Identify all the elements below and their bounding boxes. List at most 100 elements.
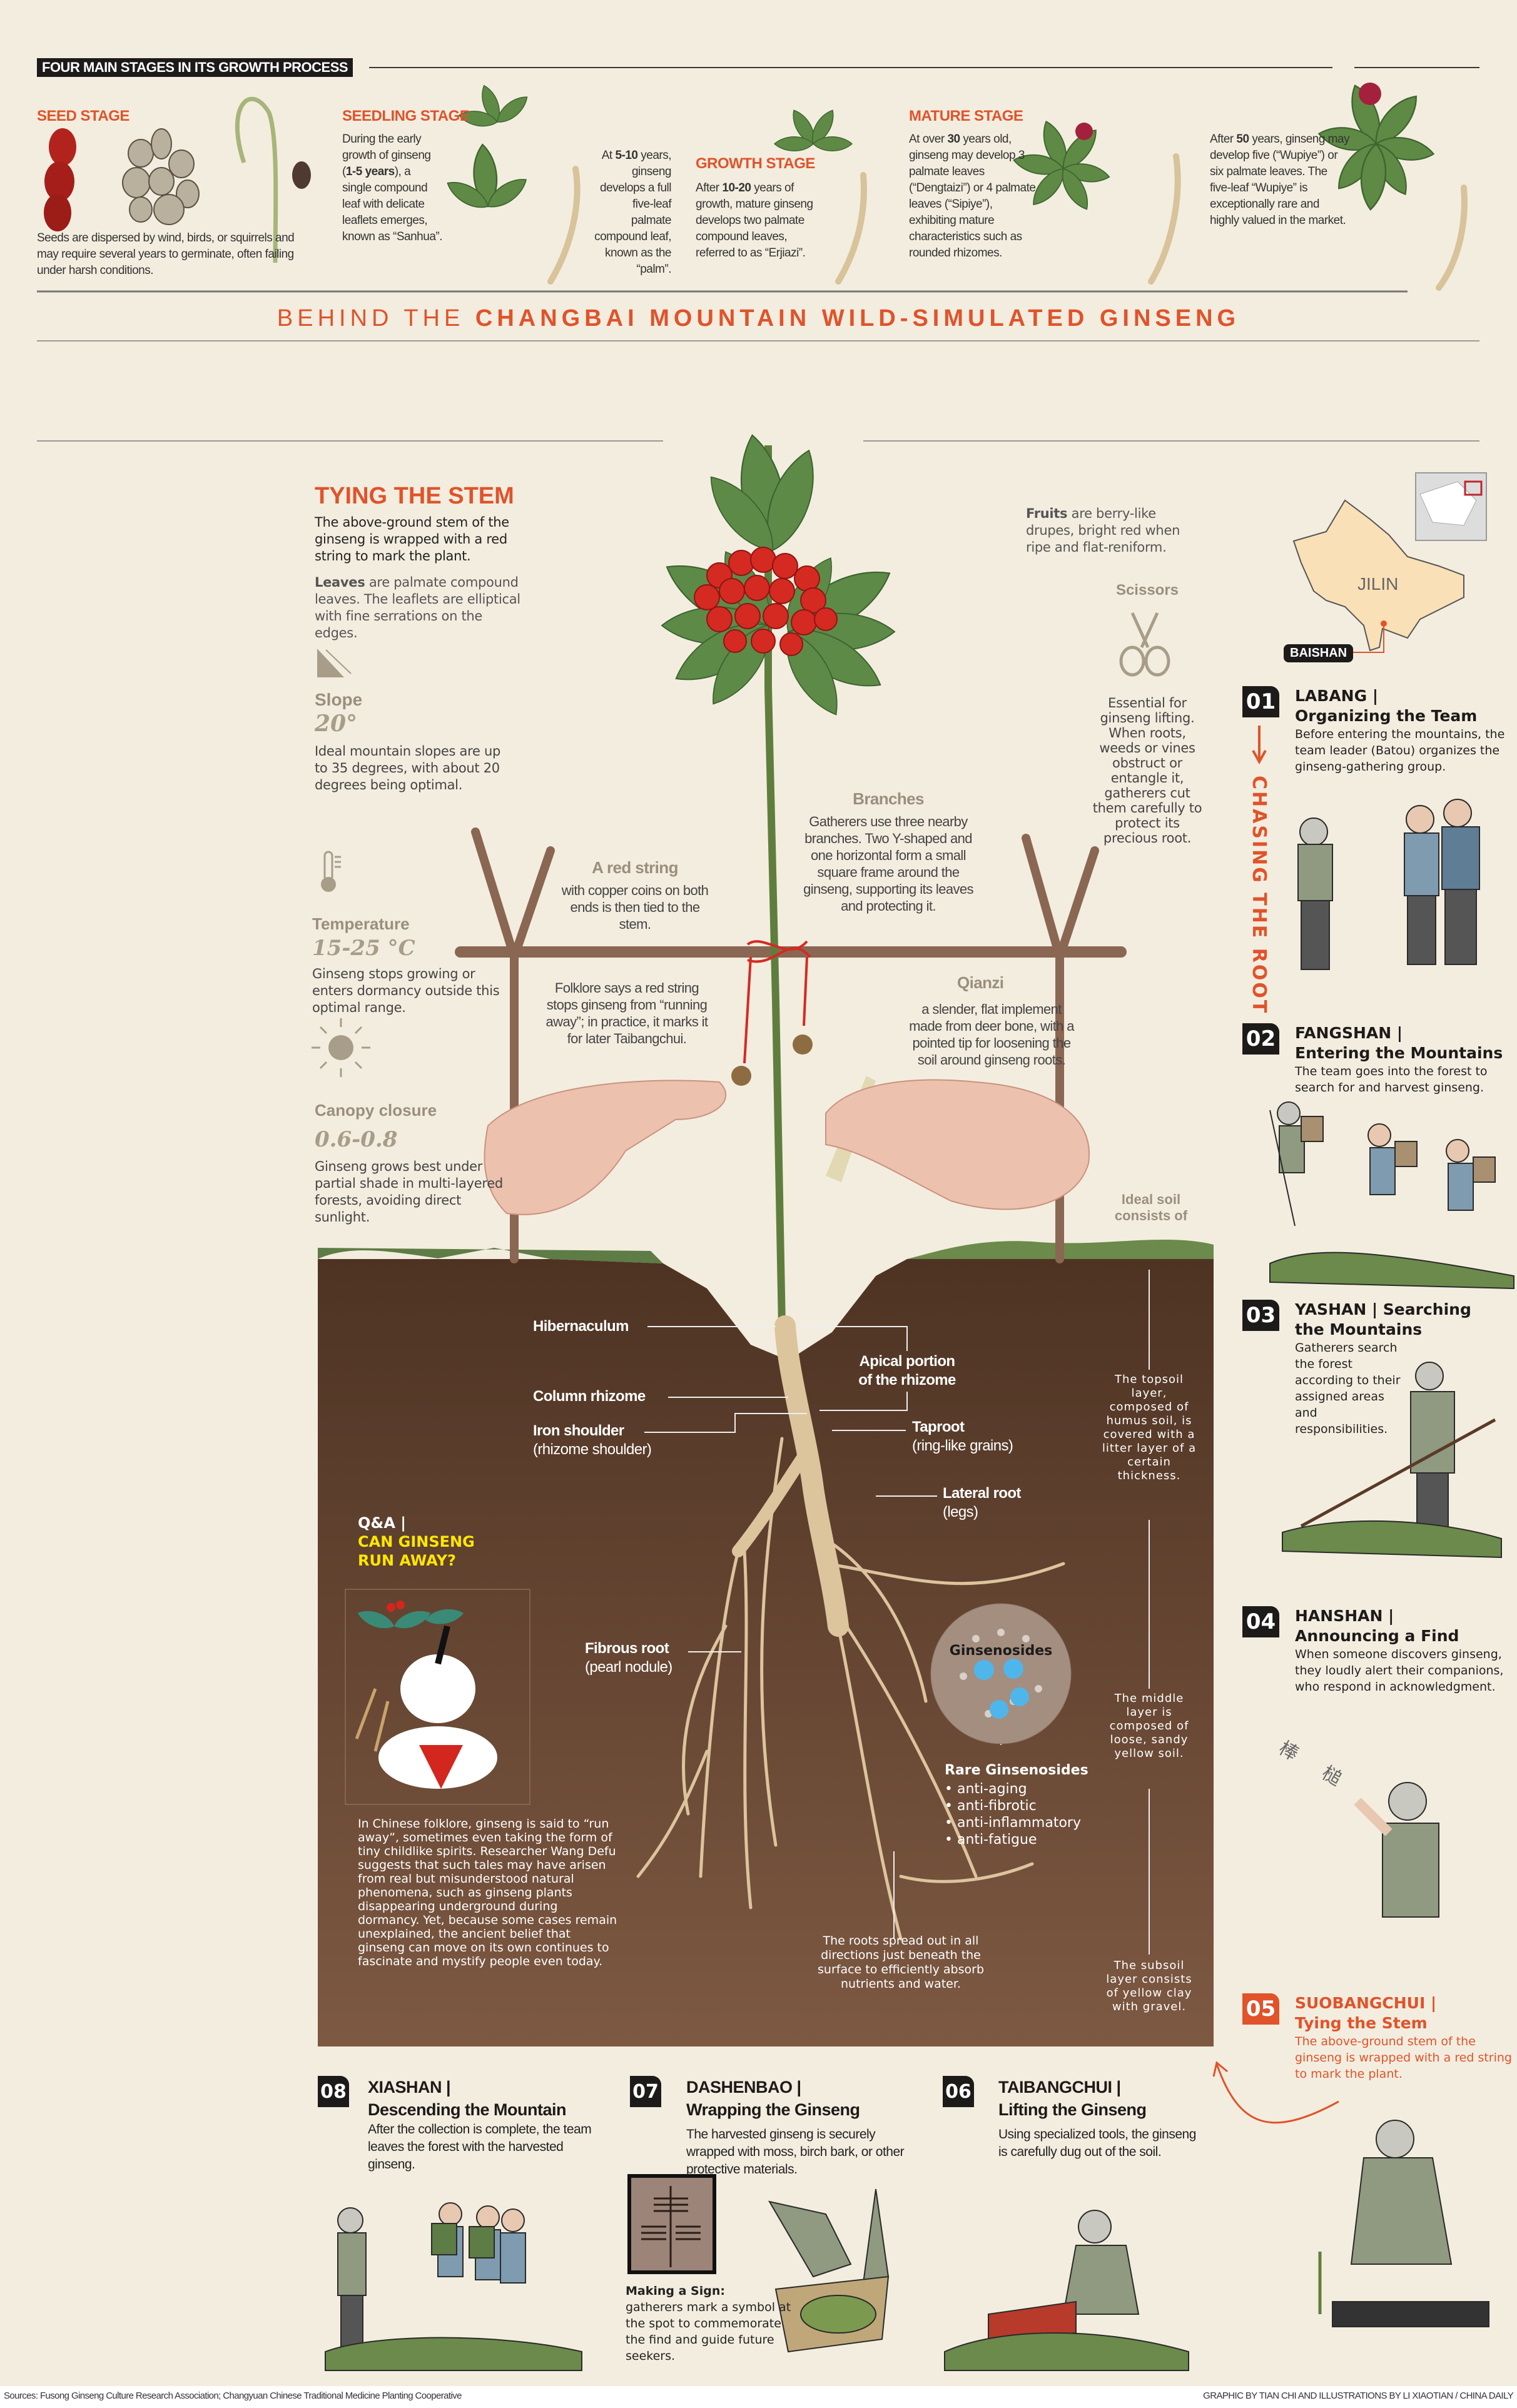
step-number: 04	[1242, 1606, 1279, 1637]
tying-text: The above-ground stem of the ginseng is …	[315, 515, 509, 564]
subsoil-text: The subsoil layer consists of yellow cla…	[1106, 1959, 1192, 2013]
curved-arrow-icon	[1212, 2061, 1339, 2124]
ginsenosides-circle	[930, 1603, 1072, 1744]
slope-value: 20°	[315, 711, 358, 737]
topsoil-text: The topsoil layer, composed of humus soi…	[1102, 1373, 1197, 1482]
step-number: 02	[1242, 1023, 1279, 1055]
qa-illustration	[345, 1589, 530, 1805]
benefit-item: • anti-fatigue	[945, 1832, 1037, 1848]
stage-roots	[547, 153, 1468, 291]
step-number: 08	[318, 2076, 349, 2107]
map-province-label: JILIN	[1357, 574, 1399, 594]
qianzi-label: Qianzi	[957, 973, 1004, 992]
jilin-map	[1292, 472, 1487, 653]
sun-icon	[312, 1018, 370, 1077]
mature-stage-text: At over 30 years old, ginseng may develo…	[909, 133, 1036, 260]
canopy-text: Ginseng grows best under partial shade i…	[315, 1159, 503, 1225]
qianzi-text: a slender, flat implement made from deer…	[909, 1001, 1074, 1068]
temperature-value: 15-25 °C	[312, 936, 415, 961]
benefit-item: • anti-fibrotic	[945, 1798, 1037, 1814]
slope-text: Ideal mountain slopes are up to 35 degre…	[315, 744, 501, 792]
canopy-label: Canopy closure	[315, 1101, 437, 1120]
step-figures	[325, 799, 1514, 2371]
iron-shoulder-label: Iron shoulder(rhizome shoulder)	[533, 1422, 652, 1458]
seed-stage-title: SEED STAGE	[37, 108, 129, 124]
lateral-root-label: Lateral root(legs)	[943, 1485, 1021, 1520]
qa-text: In Chinese folklore, ginseng is said to …	[358, 1817, 617, 1968]
ginseng-root	[636, 1315, 1065, 1941]
fifty-year-text: After 50 years, ginseng may develop five…	[1210, 133, 1350, 227]
making-a-sign: Making a Sign:gatherers mark a symbol at…	[626, 2284, 791, 2363]
ideal-soil-label: Ideal soil consists of	[1114, 1191, 1188, 1223]
hands	[484, 1079, 1090, 1215]
seed-stage-text: Seeds are dispersed by wind, birds, or s…	[37, 231, 295, 277]
slope-label: Slope	[315, 690, 363, 709]
rules	[37, 67, 1479, 442]
folklore-text: Folklore says a red string stops ginseng…	[545, 980, 709, 1046]
scissors-icon	[1119, 612, 1170, 677]
temperature-text: Ginseng stops growing or enters dormancy…	[312, 966, 500, 1015]
fruits-text: Fruits are berry-like drupes, bright red…	[1026, 506, 1180, 555]
main-title: BEHIND THE CHANGBAI MOUNTAIN WILD-SIMULA…	[277, 305, 1240, 331]
berry-cluster	[694, 547, 838, 656]
scissors-text: Essential for ginseng lifting. When root…	[1092, 696, 1202, 846]
benefit-item: • anti-aging	[945, 1781, 1027, 1797]
map-city-badge: BAISHAN	[1284, 644, 1354, 662]
scissors-label: Scissors	[1115, 582, 1179, 599]
seedling-stage-title: SEEDLING STAGE	[342, 108, 470, 124]
fibrous-root-label: Fibrous root(pearl nodule)	[585, 1640, 672, 1676]
down-arrow-icon	[1252, 726, 1267, 765]
step-number: 03	[1242, 1300, 1279, 1331]
rare-ginsenosides: Rare Ginsenosides • anti-aging • anti-fi…	[945, 1763, 1088, 1848]
red-string-label: A red string	[592, 858, 678, 877]
canopy-value: 0.6-0.8	[315, 1127, 398, 1152]
step-number: 01	[1242, 686, 1279, 717]
step-number: 05	[1242, 1993, 1279, 2025]
palm-stage-text: At 5-10 years, ginseng develops a full f…	[594, 149, 671, 276]
copper-coin	[731, 1066, 751, 1086]
benefit-item: • anti-inflammatory	[945, 1815, 1081, 1831]
ginsenosides-label: Ginsenosides	[949, 1643, 1053, 1659]
column-rhizome-label: Column rhizome	[533, 1388, 646, 1405]
slope-icon	[317, 649, 352, 677]
header-badge: FOUR MAIN STAGES IN ITS GROWTH PROCESS	[37, 58, 353, 77]
footer-sources: Sources: Fusong Ginseng Culture Research…	[4, 2390, 462, 2401]
growth-stage-title: GROWTH STAGE	[696, 155, 815, 172]
step-number: 07	[630, 2076, 661, 2107]
soil-cross-section	[318, 1239, 1214, 2046]
rare-ginsenosides-title: Rare Ginsenosides	[945, 1763, 1088, 1778]
step-number: 06	[943, 2076, 974, 2107]
footer-credit: GRAPHIC BY TIAN CHI AND ILLUSTRATIONS BY…	[1203, 2390, 1513, 2401]
taproot-label: Taproot(ring-like grains)	[912, 1419, 1013, 1454]
tying-title: TYING THE STEM	[315, 483, 514, 509]
branches-label: Branches	[853, 789, 924, 808]
mature-stage-title: MATURE STAGE	[909, 108, 1023, 124]
hibernaculum-label: Hibernaculum	[533, 1318, 629, 1335]
red-string	[743, 940, 811, 1064]
leaves-text: Leaves are palmate compound leaves. The …	[315, 575, 520, 640]
qa-heading: Q&A | CAN GINSENG RUN AWAY?	[358, 1514, 475, 1569]
copper-coin	[793, 1035, 813, 1055]
branches-text: Gatherers use three nearby branches. Two…	[803, 814, 973, 914]
roots-spread-text: The roots spread out in all directions j…	[818, 1934, 984, 1991]
footer-band	[0, 2386, 1517, 2408]
thermometer-icon	[321, 851, 341, 892]
red-string-text: with copper coins on both ends is then t…	[561, 883, 709, 932]
growth-stage-text: After 10-20 years of growth, mature gins…	[696, 181, 813, 260]
branch-frame	[455, 827, 1127, 1263]
temperature-label: Temperature	[312, 914, 410, 933]
seedling-stage-text: During the early growth of ginseng (1-5 …	[342, 133, 443, 243]
seed-illustrations	[44, 96, 311, 263]
middle-layer-text: The middle layer is composed of loose, s…	[1109, 1692, 1189, 1760]
chasing-the-root: CHASING THE ROOT	[1248, 776, 1270, 1015]
